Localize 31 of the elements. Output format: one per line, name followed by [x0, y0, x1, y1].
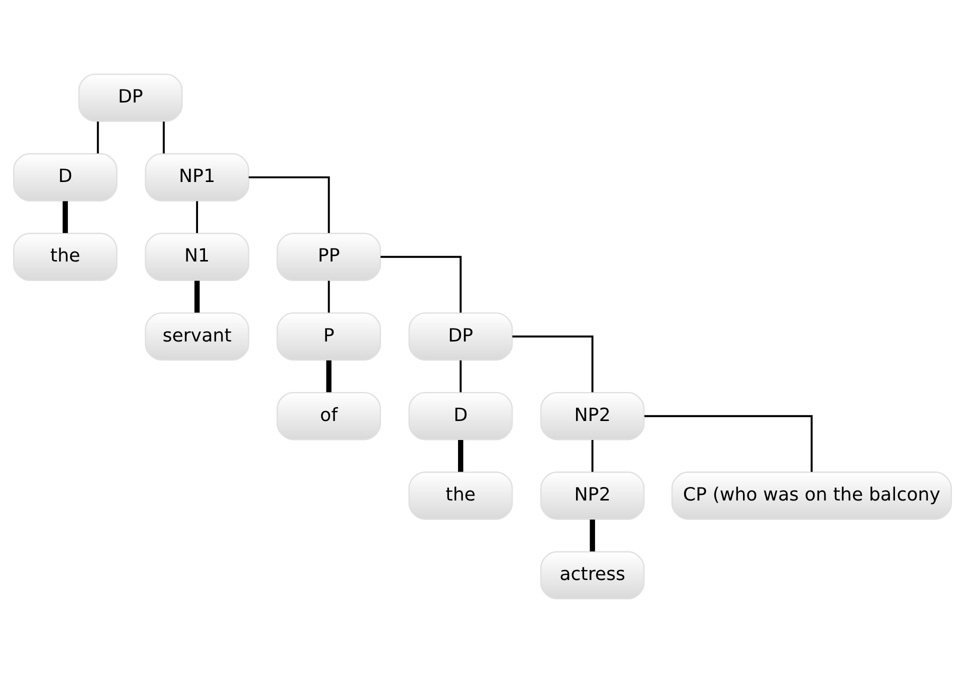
- connector: [162, 122, 165, 154]
- node-box: servant: [144, 312, 250, 361]
- connector: [248, 176, 330, 234]
- node-box: CP (who was on the balcony: [671, 472, 952, 520]
- node-box: D: [13, 153, 118, 202]
- node-box: the: [13, 232, 118, 282]
- node-box: NP1: [144, 153, 250, 202]
- node-box: PP: [276, 232, 382, 282]
- connector: [326, 360, 332, 392]
- node-box: P: [276, 312, 382, 361]
- connector: [96, 122, 99, 154]
- connector: [512, 336, 594, 392]
- connector: [380, 256, 462, 313]
- connector: [644, 415, 813, 472]
- connector: [460, 360, 462, 392]
- connector: [590, 520, 596, 552]
- connector: [328, 280, 330, 313]
- node-box: DP: [78, 74, 183, 122]
- node-box: NP2: [540, 392, 645, 440]
- connector: [591, 440, 594, 472]
- node-box: D: [408, 392, 513, 440]
- connector: [194, 280, 200, 313]
- connector: [458, 440, 464, 472]
- node-box: of: [276, 392, 382, 440]
- node-box: N1: [144, 232, 250, 282]
- node-box: NP2: [540, 472, 645, 520]
- node-box: actress: [540, 551, 645, 600]
- connector: [196, 201, 198, 234]
- node-box: DP: [408, 312, 513, 361]
- connector: [62, 201, 68, 234]
- node-box: the: [408, 472, 513, 520]
